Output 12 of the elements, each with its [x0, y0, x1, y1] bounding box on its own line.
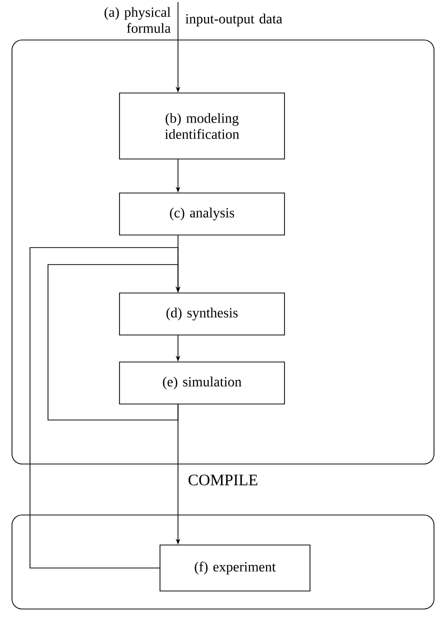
process-box: (f) experiment: [160, 544, 310, 592]
label-text: (a) physical formula: [104, 7, 171, 33]
group-frame: [12, 514, 434, 610]
label-text: input-output data: [186, 14, 282, 26]
process-box: (c) analysis: [119, 192, 285, 236]
group-frame: [12, 40, 434, 464]
process-box: (b) modeling identification: [119, 92, 285, 160]
arrow: [30, 247, 180, 568]
process-box: (d) synthesis: [119, 292, 285, 336]
arrow: [48, 264, 180, 420]
label-text: COMPILE: [188, 474, 258, 486]
process-box: (e) simulation: [119, 362, 285, 404]
